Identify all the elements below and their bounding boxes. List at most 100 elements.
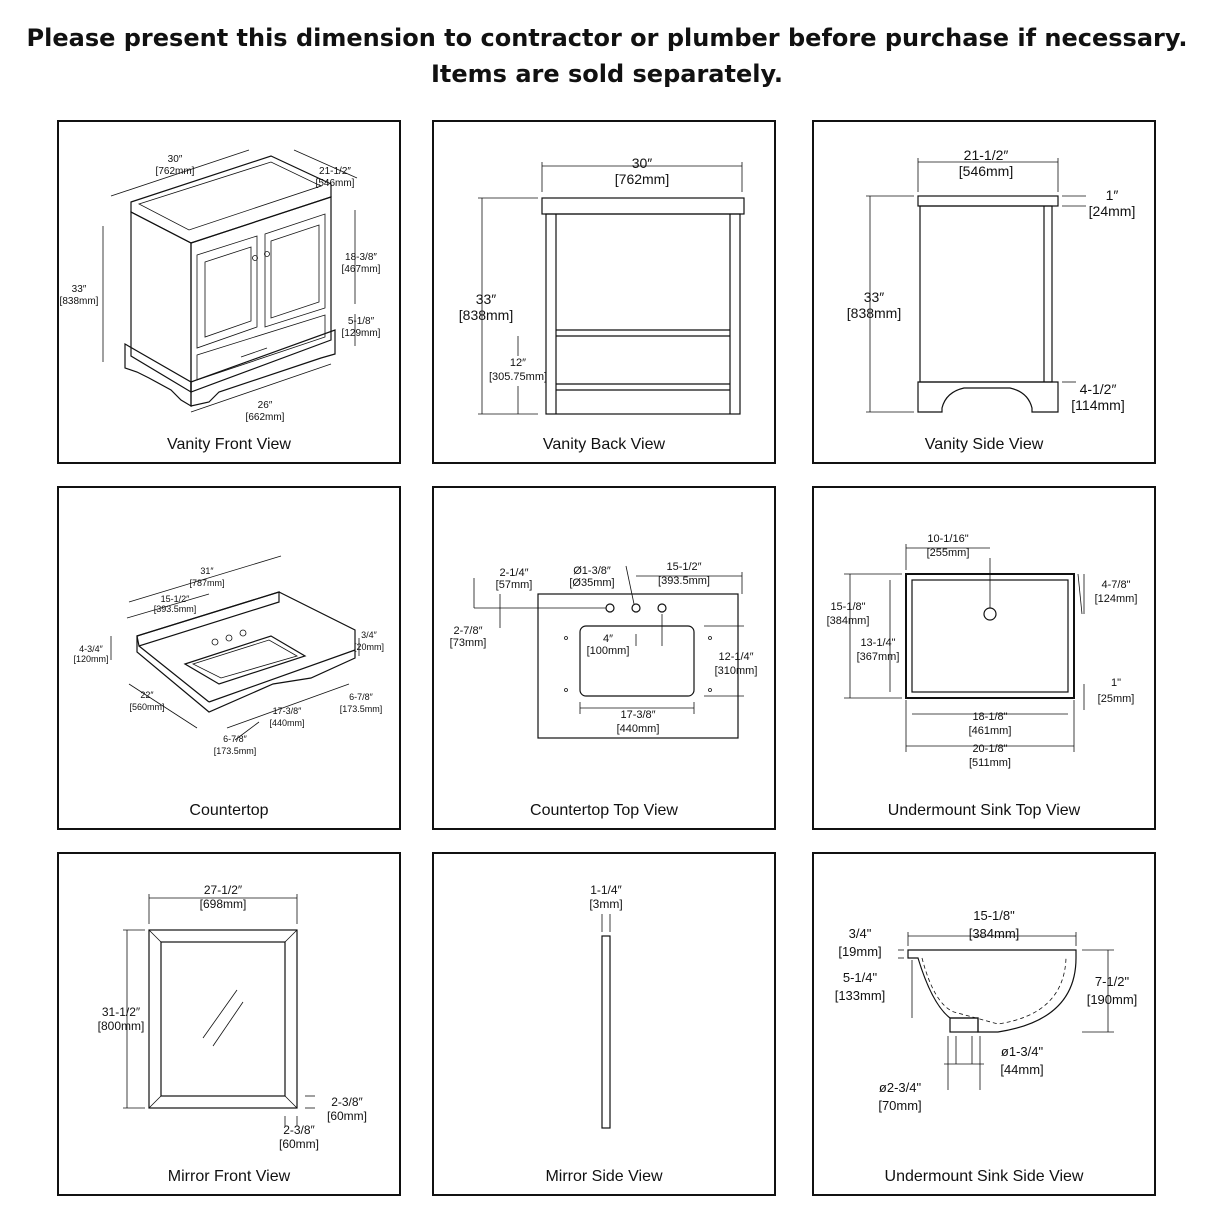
vanity-back-drawing: 30″ [762mm] 33″ [838mm] 12″ [305.75mm]: [459, 155, 745, 415]
ct-thick-in: 3/4″: [361, 630, 378, 640]
ct-d-mm: [560mm]: [129, 702, 164, 712]
vs-h-in: 33″: [864, 289, 885, 305]
panel-countertop: 31″ [787mm] 15-1/2″ [393.5mm] 4-3/4″ [12…: [57, 486, 401, 830]
panel-vanity-front: 30″ [762mm] 21-1/2″ [546mm] 33″ [838mm] …: [57, 120, 401, 464]
mirror-front-drawing: 27-1/2″ [698mm] 31-1/2″ [800mm] 2-3/8″ […: [98, 883, 367, 1151]
ct-half-mm: [393.5mm]: [154, 604, 197, 614]
ct-side2-in: 6-7/8″: [223, 734, 248, 744]
ss-rim-mm: [19mm]: [838, 944, 881, 959]
caption-mirror-side: Mirror Side View: [545, 1168, 663, 1185]
vf-door-in: 18-3/8″: [345, 252, 377, 263]
ctt-a-in: 2-1/4″: [500, 567, 529, 579]
ctt-b-in: 2-7/8″: [454, 625, 483, 637]
mf-w-in: 27-1/2″: [204, 883, 243, 897]
ctt-w-mm: [440mm]: [617, 723, 660, 735]
ss-h-in: 7-1/2": [1095, 974, 1130, 989]
caption-vanity-back: Vanity Back View: [542, 436, 666, 453]
countertop-top-drawing: 2-1/4″ [57mm] Ø1-3/8″ [Ø35mm] 15-1/2″ [3…: [450, 561, 757, 739]
caption-sink-side: Undermount Sink Side View: [884, 1168, 1084, 1185]
mf-h-in: 31-1/2″: [102, 1005, 141, 1019]
panel-countertop-top: 2-1/4″ [57mm] Ø1-3/8″ [Ø35mm] 15-1/2″ [3…: [432, 486, 776, 830]
panel-vanity-back: 30″ [762mm] 33″ [838mm] 12″ [305.75mm] V…: [432, 120, 776, 464]
vf-drawer-mm: [129mm]: [342, 328, 381, 339]
mf-fr-in: 2-3/8″: [331, 1095, 363, 1109]
ctt-c-mm: [393.5mm]: [658, 575, 710, 587]
vf-h-in: 33″: [72, 284, 87, 295]
ctt-w-in: 17-3/8″: [620, 709, 655, 721]
mirror-side-drawing: 1-1/4″ [3mm]: [589, 883, 623, 1129]
caption-vanity-front: Vanity Front View: [167, 436, 291, 453]
ss-dr-mm: [44mm]: [1000, 1062, 1043, 1077]
vf-w-in: 30″: [168, 154, 183, 165]
ss-in-mm: [133mm]: [835, 988, 886, 1003]
ct-splash-in: 4-3/4″: [79, 644, 104, 654]
ctt-sp-mm: [100mm]: [587, 645, 630, 657]
ct-side-mm: [173.5mm]: [340, 704, 383, 714]
st-ih-mm: [367mm]: [857, 651, 900, 663]
ctt-hole-mm: [Ø35mm]: [569, 577, 614, 589]
st-iw-in: 18-1/8": [972, 711, 1007, 723]
ct-d-in: 22″: [140, 690, 154, 700]
st-b-mm: [124mm]: [1095, 593, 1138, 605]
ss-in-in: 5-1/4": [843, 970, 878, 985]
panel-vanity-side: 21-1/2″ [546mm] 1″ [24mm] 33″ [838mm] 4-…: [812, 120, 1156, 464]
vf-w-mm: [762mm]: [156, 166, 195, 177]
vs-d-in: 21-1/2″: [964, 147, 1009, 163]
caption-countertop: Countertop: [189, 802, 269, 819]
sink-side-drawing: 15-1/8" [384mm] 3/4" [19mm] 5-1/4" [133m…: [835, 908, 1138, 1113]
caption-mirror-front: Mirror Front View: [167, 1168, 291, 1185]
vb-w-mm: [762mm]: [615, 171, 669, 187]
st-a-mm: [255mm]: [927, 547, 970, 559]
st-w-mm: [511mm]: [969, 757, 1011, 769]
ctt-b-mm: [73mm]: [450, 637, 487, 649]
sink-top-drawing: 10-1/16" [255mm] 4-7/8" [124mm] 15-1/8" …: [827, 533, 1138, 769]
vb-low-in: 12″: [510, 357, 526, 369]
ss-dr2-in: ø2-3/4": [879, 1080, 922, 1095]
ss-dr2-mm: [70mm]: [878, 1098, 921, 1113]
st-r-mm: [25mm]: [1098, 693, 1135, 705]
st-iw-mm: [461mm]: [969, 725, 1012, 737]
vf-base-mm: [662mm]: [246, 412, 285, 423]
vf-h-mm: [838mm]: [60, 296, 99, 307]
ct-sink-mm: [440mm]: [269, 718, 304, 728]
vs-top-mm: [24mm]: [1089, 203, 1136, 219]
panel-mirror-front: 27-1/2″ [698mm] 31-1/2″ [800mm] 2-3/8″ […: [57, 852, 401, 1196]
mf-fb-in: 2-3/8″: [283, 1123, 315, 1137]
ms-t-mm: [3mm]: [589, 897, 622, 911]
ss-w-mm: [384mm]: [969, 926, 1020, 941]
vs-d-mm: [546mm]: [959, 163, 1013, 179]
header-line-2: Items are sold separately.: [430, 60, 784, 88]
st-h-mm: [384mm]: [827, 615, 870, 627]
mf-h-mm: [800mm]: [98, 1019, 145, 1033]
vf-base-in: 26″: [258, 400, 273, 411]
st-w-in: 20-1/8": [972, 743, 1007, 755]
ctt-c-in: 15-1/2″: [666, 561, 701, 573]
ctt-d-in: 12-1/4″: [718, 651, 753, 663]
vs-h-mm: [838mm]: [847, 305, 901, 321]
countertop-drawing: 31″ [787mm] 15-1/2″ [393.5mm] 4-3/4″ [12…: [73, 555, 384, 756]
ctt-hole-in: Ø1-3/8″: [573, 565, 611, 577]
header-line-1: Please present this dimension to contrac…: [26, 24, 1188, 52]
ct-thick-mm: [20mm]: [354, 642, 384, 652]
ct-side2-mm: [173.5mm]: [214, 746, 257, 756]
ctt-a-mm: [57mm]: [496, 579, 533, 591]
ct-w-mm: [787mm]: [189, 578, 224, 588]
st-b-in: 4-7/8": [1102, 579, 1131, 591]
mf-w-mm: [698mm]: [200, 897, 247, 911]
panel-sink-top: 10-1/16" [255mm] 4-7/8" [124mm] 15-1/8" …: [812, 486, 1156, 830]
st-r-in: 1": [1111, 677, 1121, 689]
caption-sink-top: Undermount Sink Top View: [887, 802, 1081, 819]
vs-toe-in: 4-1/2″: [1080, 381, 1117, 397]
vb-h-in: 33″: [476, 291, 497, 307]
ms-t-in: 1-1/4″: [590, 883, 622, 897]
ss-dr-in: ø1-3/4": [1001, 1044, 1044, 1059]
vf-door-mm: [467mm]: [342, 264, 381, 275]
vb-w-in: 30″: [632, 155, 653, 171]
st-a-in: 10-1/16": [927, 533, 968, 545]
caption-vanity-side: Vanity Side View: [924, 436, 1044, 453]
ss-w-in: 15-1/8": [973, 908, 1015, 923]
vanity-front-drawing: 30″ [762mm] 21-1/2″ [546mm] 33″ [838mm] …: [60, 149, 381, 423]
vf-d-in: 21-1/2″: [319, 166, 351, 177]
mf-fr-mm: [60mm]: [327, 1109, 367, 1123]
caption-countertop-top: Countertop Top View: [530, 802, 678, 819]
